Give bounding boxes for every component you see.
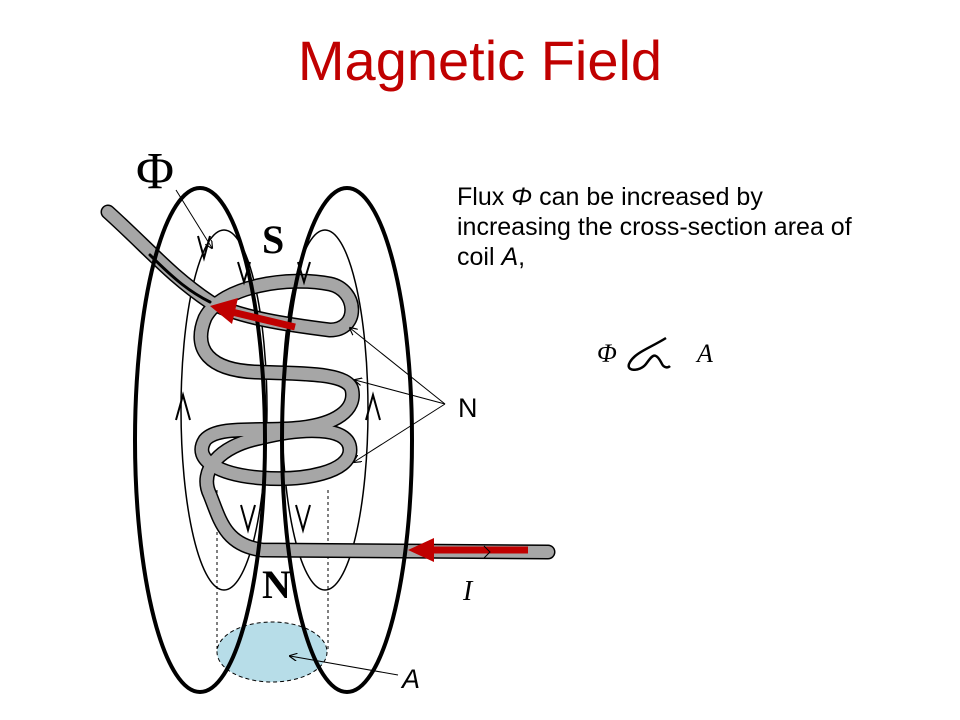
formula-lhs: Φ [597,339,617,368]
outer-field-lines [133,186,414,694]
current-label: I [462,576,474,607]
proportionality-formula: Φ A [597,336,713,371]
formula-rhs: A [695,339,713,368]
flux-description: Flux Φ can be increased by increasing th… [457,182,877,272]
description-part1: Flux [457,183,512,211]
turns-label: N [458,393,478,423]
description-flux-symbol: Φ [511,183,533,211]
current-arrow-head-bottom [408,538,434,562]
coil-wire [100,204,556,560]
description-part3: , [518,243,526,271]
north-pole-label: N [262,562,291,607]
phi-label: Φ [136,143,174,200]
page-title: Magnetic Field [297,29,663,92]
description-part2: can be increased by increasing the cross… [457,183,852,271]
proportional-icon [627,336,671,371]
current-arrow-head-top [210,298,238,324]
south-pole-label: S [262,217,284,262]
current-arrows [210,298,528,562]
area-cross-section [216,490,329,683]
area-label: A [400,664,420,694]
description-coil-var: A [501,243,519,271]
pointer-lines [175,189,491,676]
